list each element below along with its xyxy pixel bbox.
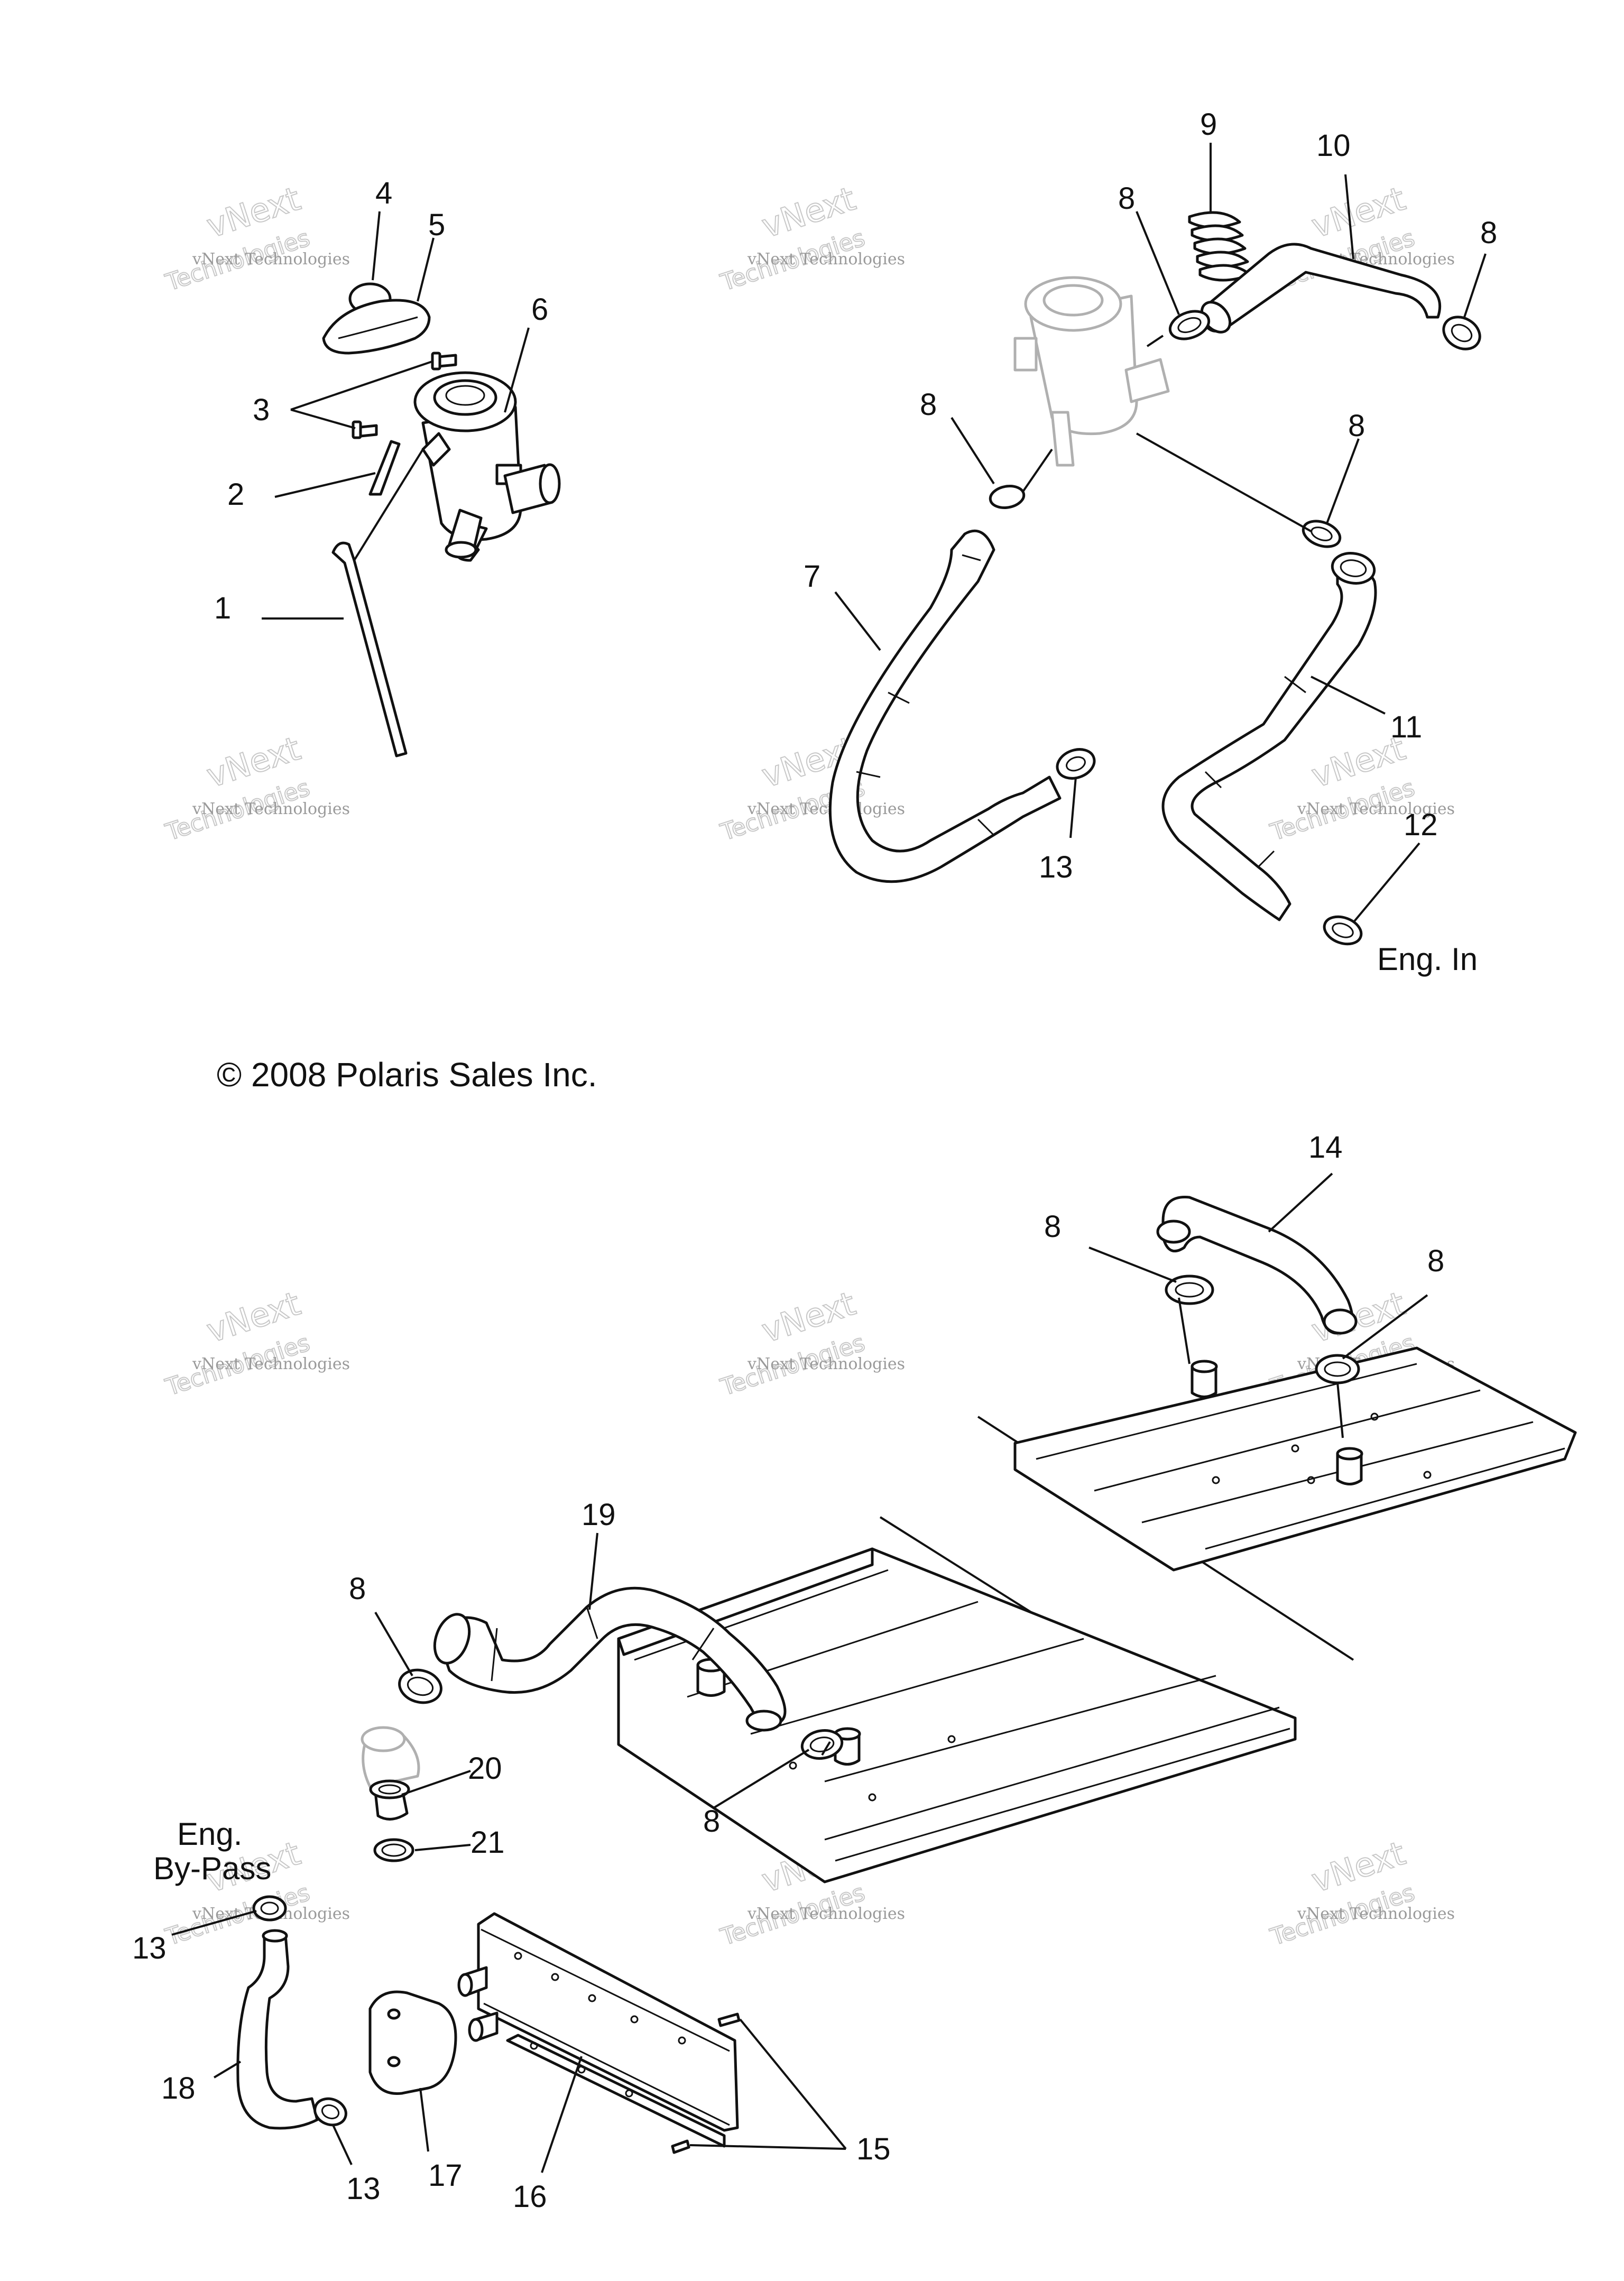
- svg-text:vNext Technologies: vNext Technologies: [192, 1355, 350, 1373]
- callout-9: 9: [1200, 107, 1217, 142]
- callout-8: 8: [920, 387, 937, 422]
- watermark: vNext Technologies vNext Technologies: [162, 728, 350, 847]
- callout-13: 13: [346, 2172, 381, 2206]
- part-21-o-ring: [373, 1838, 414, 1862]
- callout-20: 20: [468, 1751, 502, 1786]
- leader-lines: [171, 143, 1487, 2173]
- part-9-spring: [1188, 211, 1252, 282]
- callout-21: 21: [470, 1825, 505, 1860]
- callout-14: 14: [1308, 1130, 1343, 1165]
- callout-13: 13: [132, 1931, 167, 1965]
- part-6-reservoir: [413, 371, 561, 562]
- callout-17: 17: [428, 2158, 463, 2193]
- svg-text:vNext Technologies: vNext Technologies: [1297, 800, 1455, 818]
- part-2-clip: [368, 440, 401, 496]
- svg-text:vNext Technologies: vNext Technologies: [747, 1355, 905, 1373]
- watermark: vNext Technologies vNext Technologies: [1267, 1833, 1455, 1952]
- part-11-hose: [1161, 565, 1377, 921]
- callout-7: 7: [804, 559, 820, 594]
- callout-2: 2: [227, 477, 244, 512]
- part-14-hose: [1161, 1196, 1354, 1335]
- svg-text:vNext Technologies: vNext Technologies: [192, 800, 350, 818]
- part-13-clamp: [252, 1895, 287, 1922]
- callout-3: 3: [253, 393, 270, 427]
- part-8-clamp: [1315, 1354, 1360, 1384]
- part-8-clamp: [1302, 520, 1342, 548]
- part-17-gasket: [368, 1990, 457, 2095]
- callout-8: 8: [703, 1804, 720, 1839]
- svg-text:vNext Technologies: vNext Technologies: [747, 250, 905, 269]
- svg-text:vNext Technologies: vNext Technologies: [192, 250, 350, 269]
- part-15-rivets: [671, 2012, 741, 2154]
- callout-18: 18: [161, 2071, 196, 2105]
- watermark: vNext Technologies vNext Technologies: [162, 179, 350, 297]
- callout-1: 1: [214, 591, 231, 625]
- part-20-thermostat: [369, 1779, 410, 1821]
- callout-8: 8: [1480, 216, 1497, 250]
- callout-8: 8: [1427, 1244, 1444, 1278]
- part-12-clamp: [1323, 915, 1363, 946]
- heat-exchanger-assembly: [236, 1196, 1577, 2154]
- callout-6: 6: [531, 292, 548, 327]
- watermark: vNext Technologies vNext Technologies: [717, 1283, 905, 1402]
- callout-12: 12: [1404, 808, 1438, 842]
- callout-13: 13: [1039, 850, 1073, 884]
- reservoir-assembly: [322, 282, 561, 758]
- part-16-heat-exchanger: [457, 1912, 739, 2148]
- part-13-clamp: [313, 2097, 347, 2127]
- watermark: vNext Technologies vNext Technologies: [717, 728, 905, 847]
- part-7-hose: [828, 529, 1062, 883]
- part-1-overflow-tube: [331, 541, 408, 758]
- note-eng-in: Eng. In: [1377, 941, 1478, 977]
- callout-19: 19: [582, 1498, 616, 1532]
- callout-15: 15: [856, 2132, 891, 2166]
- hose-group-top: [828, 211, 1481, 946]
- part-13-clamp: [1056, 748, 1096, 780]
- callout-8: 8: [1348, 409, 1365, 443]
- callout-8: 8: [1118, 181, 1135, 216]
- tunnel-upper: [1013, 1346, 1577, 1572]
- watermark: vNext Technologies vNext Technologies: [162, 1283, 350, 1402]
- callout-4: 4: [375, 176, 392, 210]
- callout-10: 10: [1316, 128, 1351, 163]
- part-8-clamp: [1168, 310, 1211, 340]
- part-8-clamp: [1165, 1275, 1214, 1305]
- part-18-hose: [236, 1933, 319, 2130]
- callout-8: 8: [1044, 1209, 1061, 1244]
- part-8-clamp: [800, 1729, 844, 1760]
- ghost-reservoir: [1013, 276, 1170, 467]
- part-8-clamp: [1442, 316, 1481, 350]
- watermark: vNext Technologies vNext Technologies: [717, 179, 905, 297]
- copyright: © 2008 Polaris Sales Inc.: [217, 1056, 597, 1094]
- callout-labels: 4 5 3 2 6 1 7 8 8 8 8 9 10 11 12 13 Eng.…: [132, 107, 1497, 2214]
- part-8-clamp: [989, 485, 1026, 509]
- callout-16: 16: [513, 2180, 547, 2214]
- part-3-screws: [352, 352, 457, 439]
- svg-text:vNext Technologies: vNext Technologies: [747, 1905, 905, 1923]
- svg-text:vNext Technologies: vNext Technologies: [747, 800, 905, 818]
- part-5-cap: [322, 299, 431, 355]
- callout-8: 8: [349, 1572, 366, 1606]
- note-by-pass: By-Pass: [153, 1851, 271, 1886]
- callout-11: 11: [1390, 710, 1422, 744]
- callout-5: 5: [428, 208, 445, 242]
- part-8-clamp: [398, 1668, 442, 1704]
- note-eng: Eng.: [177, 1816, 242, 1852]
- svg-text:vNext Technologies: vNext Technologies: [1297, 1905, 1455, 1923]
